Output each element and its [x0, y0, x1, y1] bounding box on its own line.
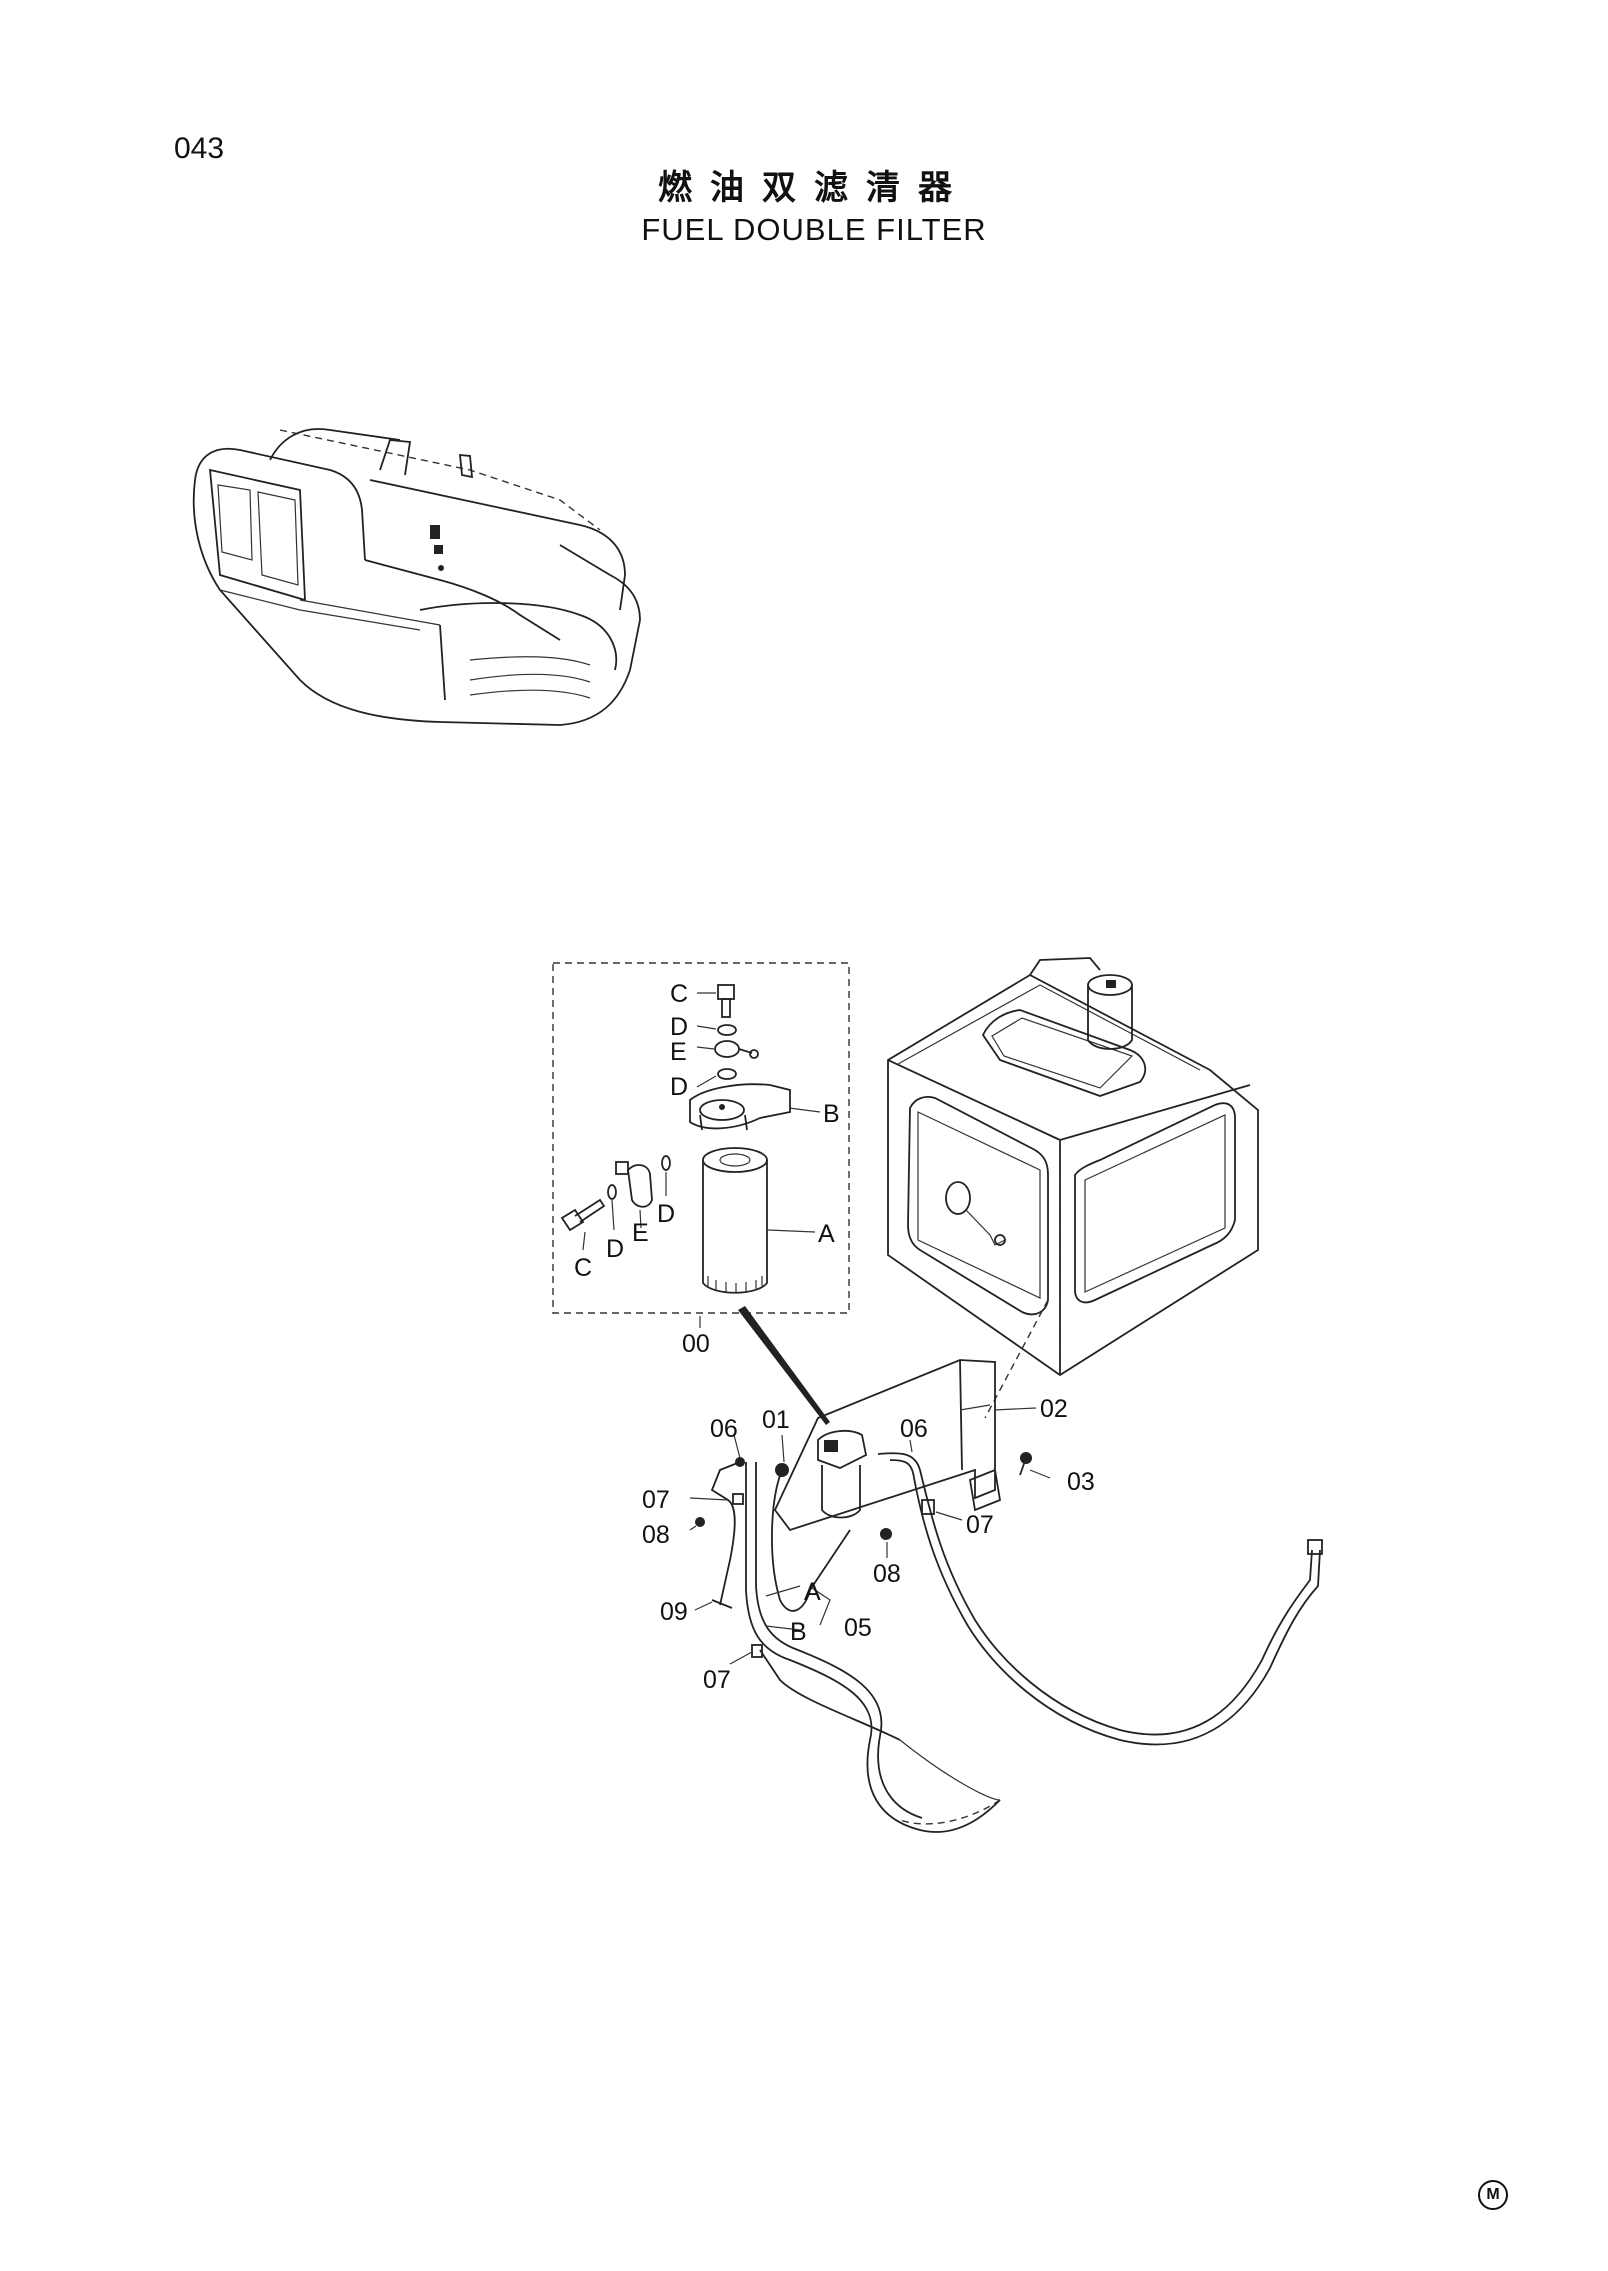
label-part-07-right: 07 — [966, 1511, 994, 1539]
excavator-overview-illustration — [192, 428, 641, 726]
filter-detail-box — [552, 962, 850, 1314]
label-part-02: 02 — [1040, 1395, 1068, 1423]
label-c-side: C — [574, 1254, 592, 1282]
label-d-middle: D — [670, 1073, 688, 1101]
label-part-05: 05 — [844, 1614, 872, 1642]
label-d-side-right: D — [657, 1200, 675, 1228]
page-number: 043 — [174, 132, 225, 165]
page-title-chinese: 燃油双滤清器 — [658, 168, 970, 208]
label-d-side-left: D — [606, 1235, 624, 1263]
label-a-hose: A — [804, 1578, 821, 1606]
label-part-07-upper: 07 — [642, 1486, 670, 1514]
callout-labels: C D E D B A C D E D 00 06 01 06 02 03 07… — [574, 980, 1095, 1694]
label-part-08-right: 08 — [873, 1560, 901, 1588]
label-b-hose: B — [790, 1618, 807, 1646]
page-title-english: FUEL DOUBLE FILTER — [641, 212, 987, 247]
label-part-03: 03 — [1067, 1468, 1095, 1496]
filter-bracket-assembly — [695, 1359, 1032, 1658]
fuel-hoses — [710, 1452, 1323, 1833]
label-part-01: 01 — [762, 1406, 790, 1434]
callout-leader-lines — [689, 1407, 1051, 1665]
label-part-08-left: 08 — [642, 1521, 670, 1549]
label-e-top: E — [670, 1038, 687, 1066]
label-part-09: 09 — [660, 1598, 688, 1626]
label-c-top: C — [670, 980, 688, 1008]
label-part-07-lower: 07 — [703, 1666, 731, 1694]
m-mark-symbol: M — [1478, 2180, 1508, 2210]
fuel-tank-illustration — [887, 957, 1259, 1419]
detail-leader-lines — [582, 992, 821, 1251]
filter-detail-parts — [560, 984, 791, 1294]
detail-pointer — [699, 1306, 830, 1425]
label-b-head: B — [823, 1100, 840, 1128]
label-d-top: D — [670, 1013, 688, 1041]
label-part-06-right: 06 — [900, 1415, 928, 1443]
label-assembly-00: 00 — [682, 1330, 710, 1358]
label-e-side: E — [632, 1219, 649, 1247]
label-a-cartridge: A — [818, 1220, 835, 1248]
label-part-06-left: 06 — [710, 1415, 738, 1443]
